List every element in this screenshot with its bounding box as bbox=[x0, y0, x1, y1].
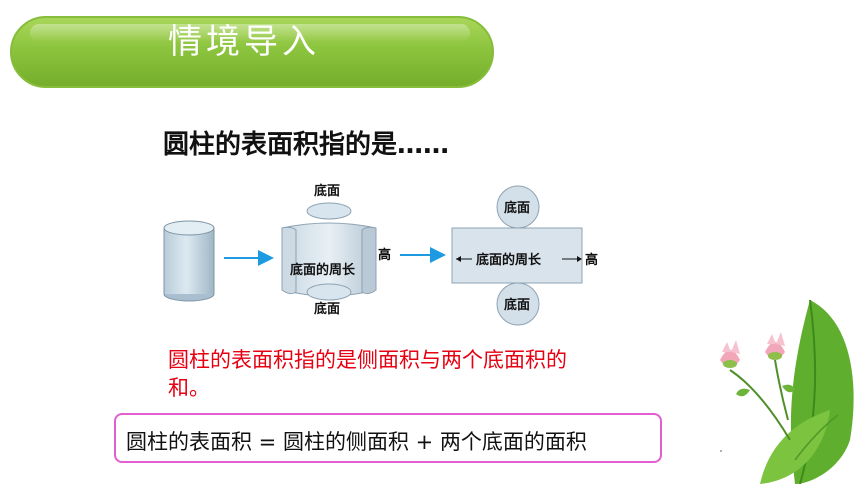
side-perimeter-label: 底面的周长 bbox=[290, 262, 356, 278]
formula-box: 圆柱的表面积 = 圆柱的侧面积 + 两个底面的面积 bbox=[114, 413, 662, 463]
cylinder-shape bbox=[163, 220, 215, 302]
unrolled-perimeter-label: 底面的周长 bbox=[476, 252, 542, 268]
title-banner bbox=[10, 16, 494, 88]
banner-shine bbox=[30, 24, 470, 42]
unrolled-height-label: 高 bbox=[585, 252, 598, 268]
flower-left bbox=[720, 340, 740, 368]
explanation-text: 圆柱的表面积指的是侧面积与两个底面积的和。 bbox=[168, 348, 567, 400]
opened-cylinder bbox=[281, 202, 377, 301]
stray-dot bbox=[720, 450, 722, 452]
unrolled-top-base-label: 底面 bbox=[504, 200, 530, 216]
bottom-base-label: 底面 bbox=[314, 301, 340, 317]
unrolled-bottom-base-label: 底面 bbox=[504, 297, 530, 313]
plant-decoration bbox=[720, 299, 854, 484]
section-heading: 圆柱的表面积指的是…… bbox=[163, 130, 450, 160]
flower-right bbox=[765, 332, 785, 360]
height-label: 高 bbox=[378, 247, 391, 263]
top-base-label: 底面 bbox=[314, 183, 340, 199]
page-title: 情境导入 bbox=[168, 22, 320, 62]
cylinder-unfold-diagram: 底面 底面的周长 高 底面 底面 底面的周长 高 底面 bbox=[163, 183, 598, 326]
unrolled-net bbox=[451, 185, 583, 326]
formula-text: 圆柱的表面积 = 圆柱的侧面积 + 两个底面的面积 bbox=[126, 430, 587, 454]
